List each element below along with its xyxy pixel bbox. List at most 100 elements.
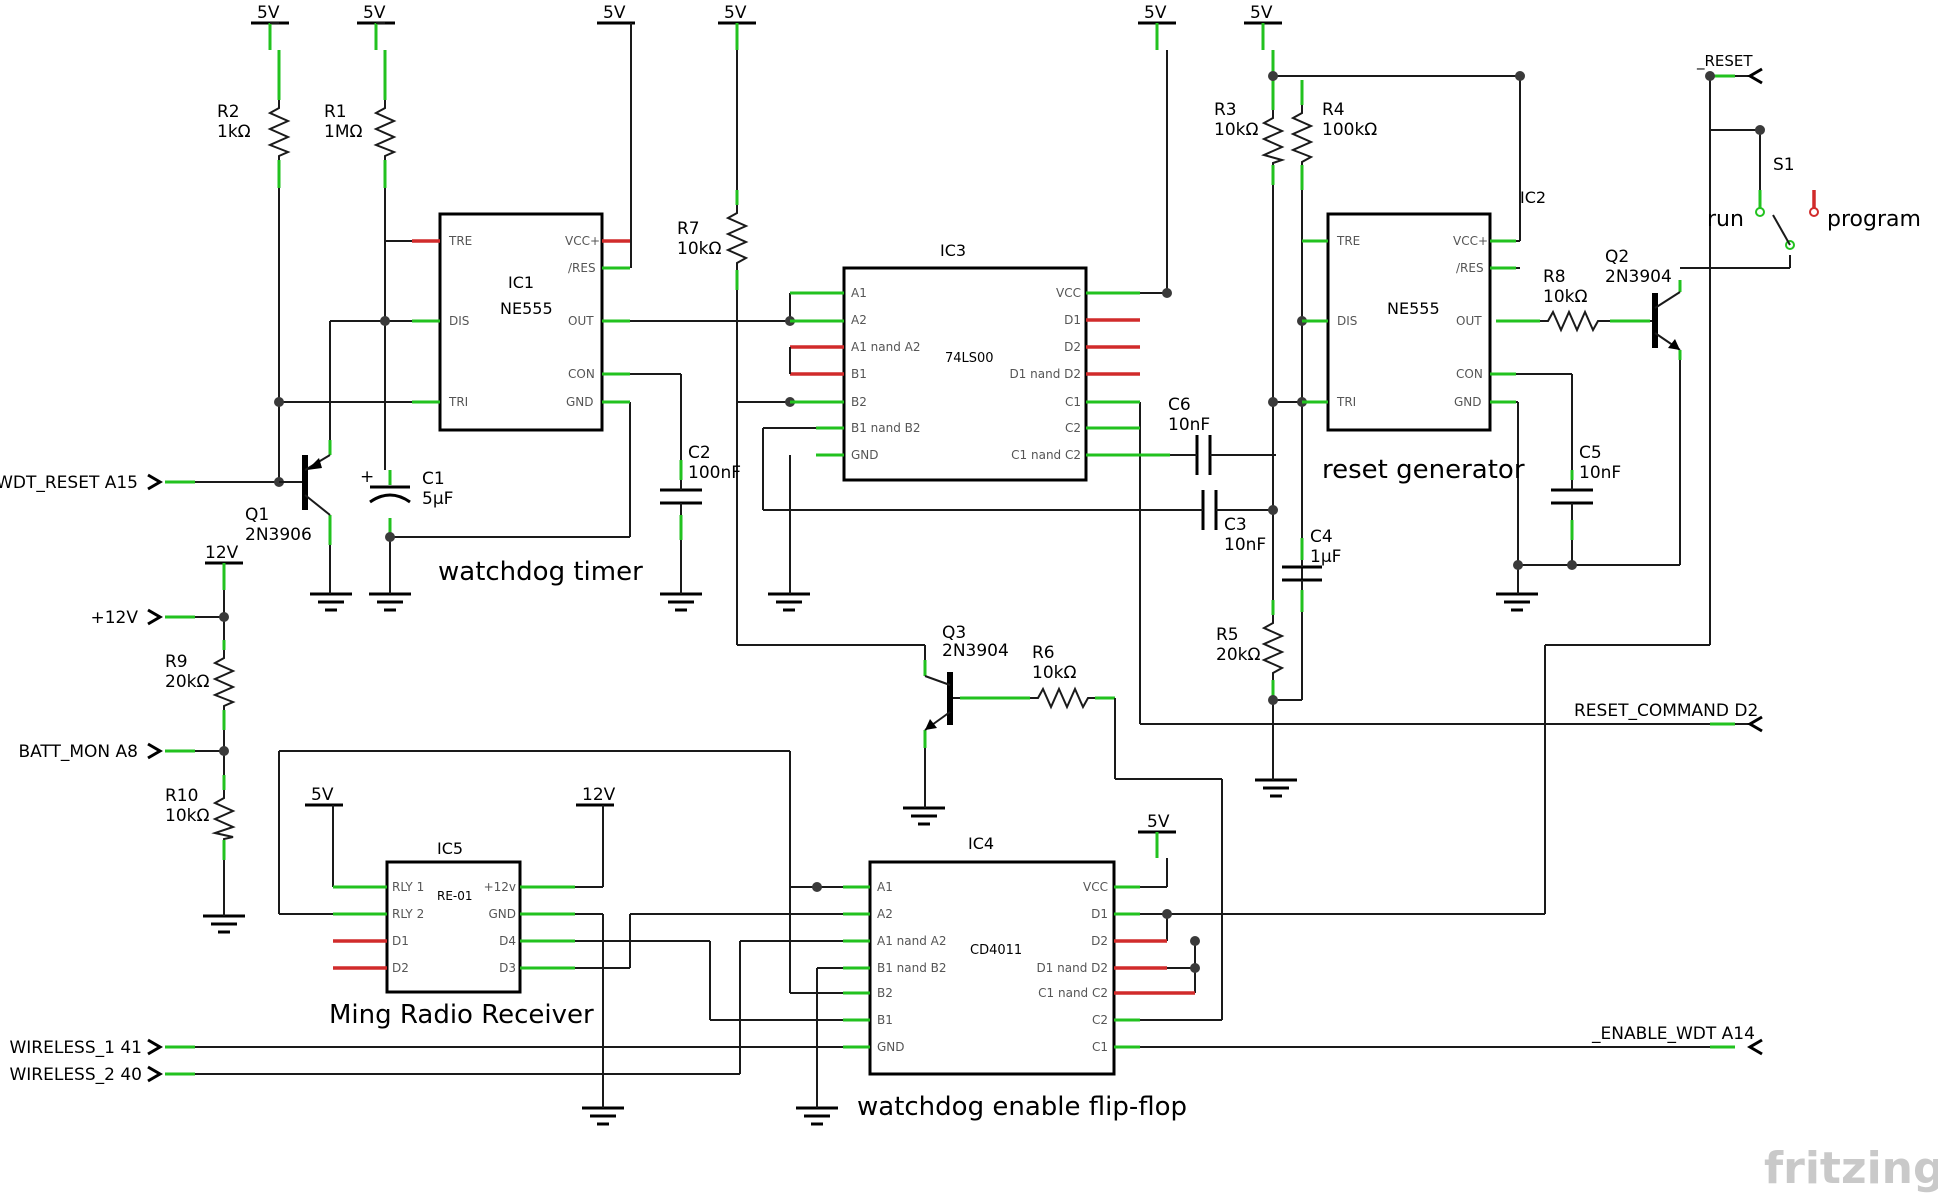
net-wdt-reset[interactable]: _WDT_RESET A15 xyxy=(0,473,163,493)
svg-text:A1 nand A2: A1 nand A2 xyxy=(877,934,947,948)
ground-q1 xyxy=(310,592,352,612)
transistor-q2[interactable]: Q2 2N3904 xyxy=(1605,247,1682,360)
ic4-type: CD4011 xyxy=(970,943,1022,958)
resistor-r6[interactable]: R6 10kΩ xyxy=(1030,643,1095,710)
transistor-q1[interactable]: Q1 2N3906 xyxy=(245,454,331,545)
resistor-r5[interactable]: R5 20kΩ xyxy=(1216,615,1285,680)
ground-ic5 xyxy=(582,1106,624,1126)
r6-value: 10kΩ xyxy=(1032,663,1076,683)
net-enable-wdt[interactable]: _ENABLE_WDT A14 xyxy=(1591,1024,1763,1056)
s1-program-label: program xyxy=(1827,207,1921,232)
svg-text:B1 nand B2: B1 nand B2 xyxy=(851,421,921,435)
resistor-r7[interactable]: R7 10kΩ xyxy=(677,205,749,270)
supply-12v-ic5: 12V xyxy=(576,785,616,887)
r2-value: 1kΩ xyxy=(217,122,251,142)
c1-ref: C1 xyxy=(422,469,445,489)
resistor-r1[interactable]: R1 1MΩ xyxy=(324,100,397,160)
r8-ref: R8 xyxy=(1543,267,1566,287)
capacitor-c6[interactable]: C6 10nF xyxy=(1168,395,1238,475)
net-wireless-2[interactable]: WIRELESS_2 40 xyxy=(9,1065,163,1085)
svg-text:RLY 2: RLY 2 xyxy=(392,907,424,921)
r3-ref: R3 xyxy=(1214,100,1237,120)
supply-label: 5V xyxy=(1147,812,1170,832)
resistor-r8[interactable]: R8 10kΩ xyxy=(1540,267,1610,333)
r4-ref: R4 xyxy=(1322,100,1345,120)
ic3-74ls00[interactable]: IC3 74LS00 A1 A2 A1 nand A2 B1 B2 B1 nan… xyxy=(789,241,1170,482)
supply-label: 12V xyxy=(582,785,616,805)
ic1-ref: IC1 xyxy=(508,273,534,292)
r7-ref: R7 xyxy=(677,219,700,239)
svg-text:D3: D3 xyxy=(499,961,516,975)
junction-dots xyxy=(219,71,1765,973)
ic5-ref: IC5 xyxy=(437,839,463,858)
resistor-r4[interactable]: R4 100kΩ xyxy=(1290,100,1377,165)
wires xyxy=(165,22,1791,1108)
svg-text:D2: D2 xyxy=(392,961,409,975)
ic5-type: RE-01 xyxy=(437,889,473,903)
svg-text:D1: D1 xyxy=(1064,313,1081,327)
svg-text:D1 nand D2: D1 nand D2 xyxy=(1009,367,1081,381)
switch-s1[interactable]: S1 run program xyxy=(1707,155,1921,250)
ground-r5 xyxy=(1255,778,1297,798)
resistor-r10[interactable]: R10 10kΩ xyxy=(165,786,236,840)
resistor-r2[interactable]: R2 1kΩ xyxy=(217,100,291,160)
q3-ref: Q3 xyxy=(942,623,966,643)
svg-text:TRE: TRE xyxy=(448,234,472,248)
svg-text:+: + xyxy=(360,467,374,487)
svg-text:OUT: OUT xyxy=(1456,314,1482,328)
svg-text:CON: CON xyxy=(1456,367,1483,381)
net-reset-label: _RESET xyxy=(1696,52,1753,71)
supply-label: 5V xyxy=(724,3,747,23)
supply-5v-r3r4: 5V xyxy=(1244,3,1282,50)
section-watchdog-enable-flipflop: watchdog enable flip-flop xyxy=(857,1092,1187,1122)
svg-text:/RES: /RES xyxy=(568,261,596,275)
svg-text:C1: C1 xyxy=(1092,1040,1108,1054)
svg-text:VCC+: VCC+ xyxy=(1453,234,1488,248)
svg-text:VCC: VCC xyxy=(1083,880,1108,894)
svg-text:D1: D1 xyxy=(1091,907,1108,921)
net-plus12v[interactable]: +12V xyxy=(90,608,163,628)
capacitor-c2[interactable]: C2 100nF xyxy=(660,443,741,515)
ground-ic3 xyxy=(768,592,810,612)
ic1-ne555[interactable]: IC1 NE555 TRE DIS TRI VCC+ /RES OUT CON … xyxy=(412,212,630,432)
net-batt-mon[interactable]: BATT_MON A8 xyxy=(18,742,163,762)
ground-ic4 xyxy=(796,1106,838,1126)
net-wireless-1[interactable]: WIRELESS_1 41 xyxy=(9,1038,163,1058)
capacitor-c5[interactable]: C5 10nF xyxy=(1551,443,1621,520)
supply-label: 5V xyxy=(257,3,280,23)
resistor-r3[interactable]: R3 10kΩ xyxy=(1214,100,1286,165)
net-reset-command-label: RESET_COMMAND D2 xyxy=(1574,701,1758,721)
ic2-ne555[interactable]: IC2 NE555 TRE DIS TRI VCC+ /RES OUT CON … xyxy=(1302,188,1546,432)
c6-value: 10nF xyxy=(1168,415,1210,435)
net-reset[interactable]: _RESET xyxy=(1696,52,1763,85)
svg-text:B1: B1 xyxy=(851,367,867,381)
r4-value: 100kΩ xyxy=(1322,120,1377,140)
svg-text:OUT: OUT xyxy=(568,314,594,328)
svg-text:C1 nand C2: C1 nand C2 xyxy=(1011,448,1081,462)
resistor-r9[interactable]: R9 20kΩ xyxy=(165,650,236,710)
transistor-q3[interactable]: Q3 2N3904 xyxy=(924,623,1009,731)
capacitor-c1[interactable]: + C1 5µF xyxy=(360,467,453,509)
net-batt-mon-label: BATT_MON A8 xyxy=(18,742,138,762)
c3-value: 10nF xyxy=(1224,535,1266,555)
ground-c1 xyxy=(369,592,411,612)
svg-text:C2: C2 xyxy=(1065,421,1081,435)
supply-12v-divider: 12V xyxy=(205,543,243,590)
q2-type: 2N3904 xyxy=(1605,267,1672,287)
svg-text:D4: D4 xyxy=(499,934,516,948)
svg-text:CON: CON xyxy=(568,367,595,381)
supply-5v-ic4: 5V xyxy=(1138,812,1176,858)
svg-text:RLY 1: RLY 1 xyxy=(392,880,424,894)
svg-text:A1: A1 xyxy=(851,286,867,300)
svg-text:C1: C1 xyxy=(1065,395,1081,409)
ic5-re01[interactable]: IC5 RE-01 RLY 1 RLY 2 D1 D2 +12v GND D4 … xyxy=(333,839,575,994)
ic4-cd4011[interactable]: IC4 CD4011 A1 A2 A1 nand A2 B1 nand B2 B… xyxy=(843,834,1195,1076)
q1-type: 2N3906 xyxy=(245,525,312,545)
capacitor-c4[interactable]: C4 1µF xyxy=(1282,527,1341,590)
capacitor-c3[interactable]: C3 10nF xyxy=(1196,490,1266,555)
c5-ref: C5 xyxy=(1579,443,1602,463)
svg-text:B1 nand B2: B1 nand B2 xyxy=(877,961,947,975)
net-reset-command[interactable]: RESET_COMMAND D2 xyxy=(1574,701,1763,733)
net-plus12v-label: +12V xyxy=(90,608,138,628)
